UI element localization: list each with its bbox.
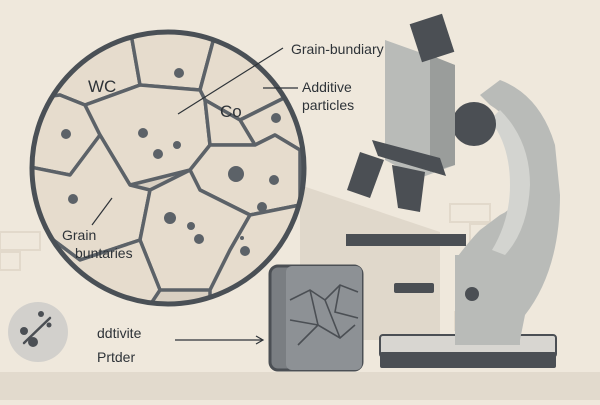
particle xyxy=(271,113,281,123)
floor-strip xyxy=(0,372,600,400)
particle xyxy=(68,194,78,204)
label-grain-line1: Grain xyxy=(62,227,96,243)
pillar xyxy=(455,255,520,345)
particle xyxy=(240,246,250,256)
view-frame xyxy=(29,29,307,307)
microscope-icon xyxy=(346,13,560,368)
objective-lens-1 xyxy=(347,152,384,198)
particle xyxy=(61,129,71,139)
particle xyxy=(269,175,279,185)
microscope-head-shade xyxy=(430,55,455,172)
label-bottom-line1: ddtivite xyxy=(97,325,142,341)
fine-focus-knob xyxy=(465,287,479,301)
particle xyxy=(138,128,148,138)
grain-boundary-leader xyxy=(177,47,284,115)
label-co: Co xyxy=(220,102,242,121)
label-wc: WC xyxy=(88,77,116,96)
particle xyxy=(194,234,204,244)
bottom-leader-arrow xyxy=(255,335,265,345)
particle xyxy=(174,68,184,78)
particle xyxy=(173,141,181,149)
eyepiece xyxy=(409,13,455,63)
microscope-stage xyxy=(346,234,466,246)
leader-lines xyxy=(91,47,298,345)
microscope-arm-inner xyxy=(490,110,530,255)
objective-lens-2 xyxy=(392,165,425,212)
particle xyxy=(153,149,163,159)
particle xyxy=(228,166,244,182)
microscope-foot-shadow xyxy=(380,352,556,368)
nosepiece xyxy=(372,140,446,176)
particle xyxy=(164,212,176,224)
label-grain-boundary: Grain-bundiary xyxy=(291,41,384,57)
additive-particles xyxy=(61,68,281,256)
label-grain-line2: buntaries xyxy=(75,245,133,261)
specimen-block-icon xyxy=(268,264,364,372)
particle xyxy=(257,202,267,212)
label-additive-line1: Additive xyxy=(302,79,352,95)
grain-boundaries-leader xyxy=(91,197,113,226)
label-additive-line2: particles xyxy=(302,97,354,113)
particle-sample-icon xyxy=(8,302,68,362)
stage-clip xyxy=(394,283,434,293)
coarse-focus-knob xyxy=(452,102,496,146)
label-bottom-line2: Prtder xyxy=(97,349,135,365)
particle xyxy=(240,236,244,240)
particle xyxy=(187,222,195,230)
